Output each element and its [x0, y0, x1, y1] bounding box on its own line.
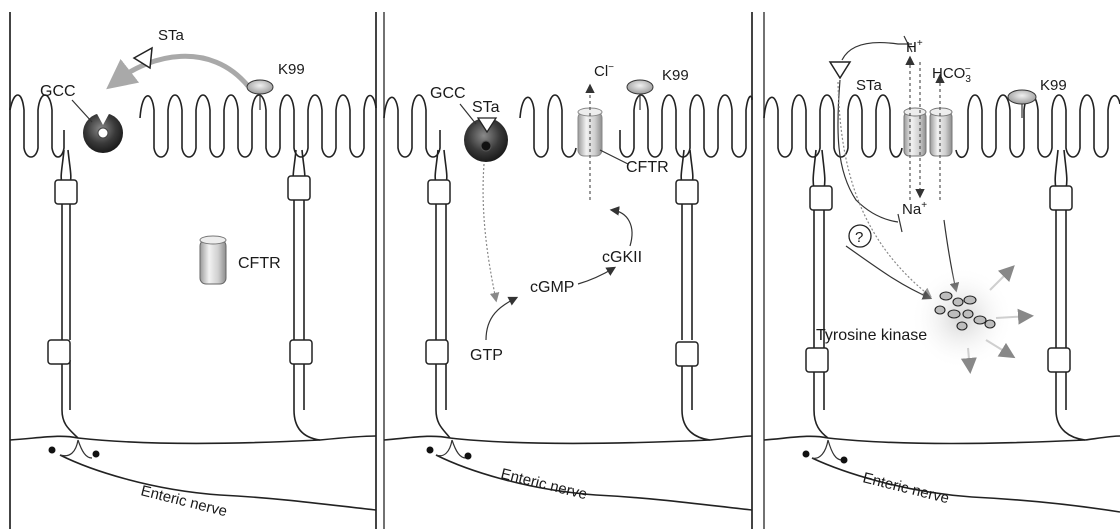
- tight-junction: [426, 340, 448, 364]
- panel-2: Enteric nerve GCC STa CFTR Cl− K99 GTP c…: [384, 62, 752, 510]
- tight-junction: [810, 186, 832, 210]
- sta-inhibit-line: [842, 43, 912, 60]
- h-label: H+: [906, 38, 923, 56]
- tight-junction: [806, 348, 828, 372]
- tight-junction: [676, 342, 698, 366]
- nerve-branch: [812, 440, 842, 460]
- k99-label: K99: [662, 67, 689, 84]
- k99-adhesin: [627, 80, 653, 94]
- tight-junction: [676, 180, 698, 204]
- gtp-to-cgmp-arrow: [486, 298, 516, 340]
- cgmp-label: cGMP: [530, 279, 574, 296]
- k99-label: K99: [1040, 77, 1067, 94]
- cftr-label: CFTR: [626, 159, 669, 176]
- na-label: Na+: [902, 200, 927, 218]
- k99-adhesin: [247, 80, 273, 94]
- panel-3: Enteric nerve STa H+ HCO3− Na+ K99: [764, 36, 1120, 512]
- cgmp-to-cgkii-arrow: [578, 268, 614, 284]
- microvilli-membrane: [384, 95, 752, 157]
- gcc-label: GCC: [430, 85, 466, 102]
- enteric-nerve-label: Enteric nerve: [499, 465, 589, 503]
- cftr-label: CFTR: [238, 255, 281, 272]
- bicarbonate-channel: [930, 108, 952, 156]
- synapse-dot: [427, 447, 434, 454]
- panel-1: Enteric nerve GCC STa K99 CFTR: [10, 27, 376, 520]
- cftr-channel: [200, 236, 226, 284]
- basal-membrane: [10, 436, 376, 444]
- nhe-channel: [904, 108, 926, 156]
- tight-junction: [55, 180, 77, 204]
- sta-toxin: [830, 62, 850, 78]
- question-to-kinase-arrow: [846, 246, 930, 298]
- k99-label: K99: [278, 61, 305, 78]
- tight-junction: [288, 176, 310, 200]
- cgkii-label: cGKII: [602, 249, 642, 266]
- enteric-nerve-label: Enteric nerve: [861, 469, 951, 507]
- hco3-label: HCO3−: [932, 64, 971, 85]
- tight-junction: [1050, 186, 1072, 210]
- tight-junction: [290, 340, 312, 364]
- cftr-pointer: [600, 150, 628, 164]
- enteric-nerve-fiber: [436, 455, 752, 510]
- sta-label: STa: [472, 99, 500, 116]
- gcc-to-cgmp-arrow: [483, 164, 496, 300]
- tight-junction: [48, 340, 70, 364]
- synapse-dot: [465, 453, 472, 460]
- enteric-nerve-label: Enteric nerve: [139, 482, 229, 520]
- tyrosine-kinase-complex: [910, 266, 1030, 370]
- enteric-nerve-fiber: [812, 458, 1120, 512]
- sta-label: STa: [158, 27, 185, 44]
- k99-adhesin: [1008, 90, 1036, 104]
- cl-label: Cl−: [594, 62, 614, 80]
- microvilli-membrane: [10, 95, 376, 157]
- gcc-label: GCC: [40, 83, 76, 100]
- tight-junction: [1048, 348, 1070, 372]
- tyrosine-kinase-label: Tyrosine kinase: [816, 327, 927, 344]
- tight-junction: [428, 180, 450, 204]
- gcc-pointer: [72, 100, 92, 122]
- question-label: ?: [855, 229, 863, 246]
- sta-label: STa: [856, 77, 883, 94]
- synapse-dot: [841, 457, 848, 464]
- synapse-dot: [49, 447, 56, 454]
- basal-membrane: [764, 436, 1120, 444]
- nerve-branch: [436, 440, 466, 458]
- synapse-dot: [803, 451, 810, 458]
- nerve-branch: [60, 440, 92, 458]
- cgkii-to-cftr-arrow: [612, 210, 632, 246]
- synapse-dot: [93, 451, 100, 458]
- gtp-label: GTP: [470, 347, 503, 364]
